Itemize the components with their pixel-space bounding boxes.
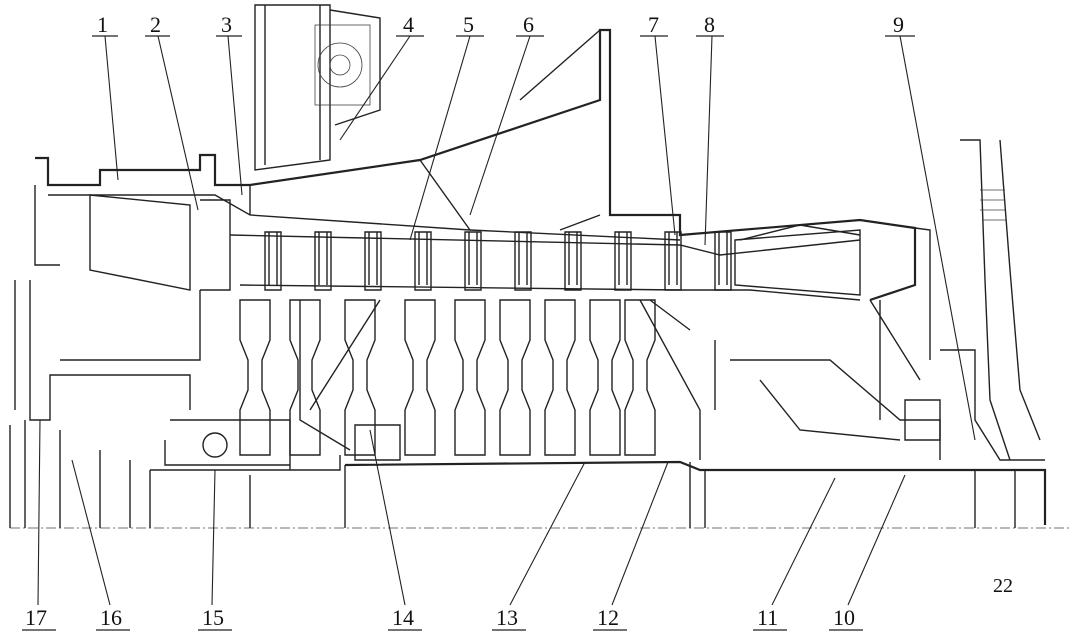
callout-13: 13 <box>496 605 518 630</box>
callout-15: 15 <box>202 605 224 630</box>
callout-8: 8 <box>704 12 715 37</box>
callout-9: 9 <box>893 12 904 37</box>
blade-row <box>664 231 682 291</box>
accessory-housing <box>254 4 381 171</box>
callouts-top: 1 2 3 4 5 6 7 8 9 <box>92 12 976 441</box>
callout-7: 7 <box>648 12 659 37</box>
blade-row <box>464 231 482 291</box>
blade-row <box>364 231 382 291</box>
blade-row <box>414 231 432 291</box>
callout-11: 11 <box>757 605 778 630</box>
blade-row <box>514 231 532 291</box>
callout-6: 6 <box>523 12 534 37</box>
rotor-discs <box>239 299 656 456</box>
blade-row <box>714 231 732 291</box>
callout-14: 14 <box>392 605 414 630</box>
callout-16: 16 <box>100 605 122 630</box>
blade-row <box>314 231 332 291</box>
rotor-disc <box>499 299 531 456</box>
callout-4: 4 <box>403 12 414 37</box>
rotor-disc <box>589 299 621 456</box>
rotor-disc <box>454 299 486 456</box>
compressor-stages <box>264 231 732 291</box>
callout-1: 1 <box>97 12 108 37</box>
callout-3: 3 <box>221 12 232 37</box>
rotor-disc <box>289 299 321 456</box>
rotor-disc <box>624 299 656 456</box>
rotor-disc <box>404 299 436 456</box>
callout-12: 12 <box>597 605 619 630</box>
blade-row <box>614 231 632 291</box>
callout-2: 2 <box>150 12 161 37</box>
blade-row <box>264 231 282 291</box>
outer-casing <box>34 28 917 302</box>
turbine-section <box>734 224 931 420</box>
callout-5: 5 <box>463 12 474 37</box>
blade-row <box>564 231 582 291</box>
shaft-and-bearings <box>9 139 1047 528</box>
callouts-bottom: 17 16 15 14 13 12 11 10 <box>22 419 906 631</box>
callout-10: 10 <box>833 605 855 630</box>
rotor-disc <box>544 299 576 456</box>
figure-number: 22 <box>993 575 1013 597</box>
rotor-disc <box>239 299 271 456</box>
callout-17: 17 <box>25 605 47 630</box>
